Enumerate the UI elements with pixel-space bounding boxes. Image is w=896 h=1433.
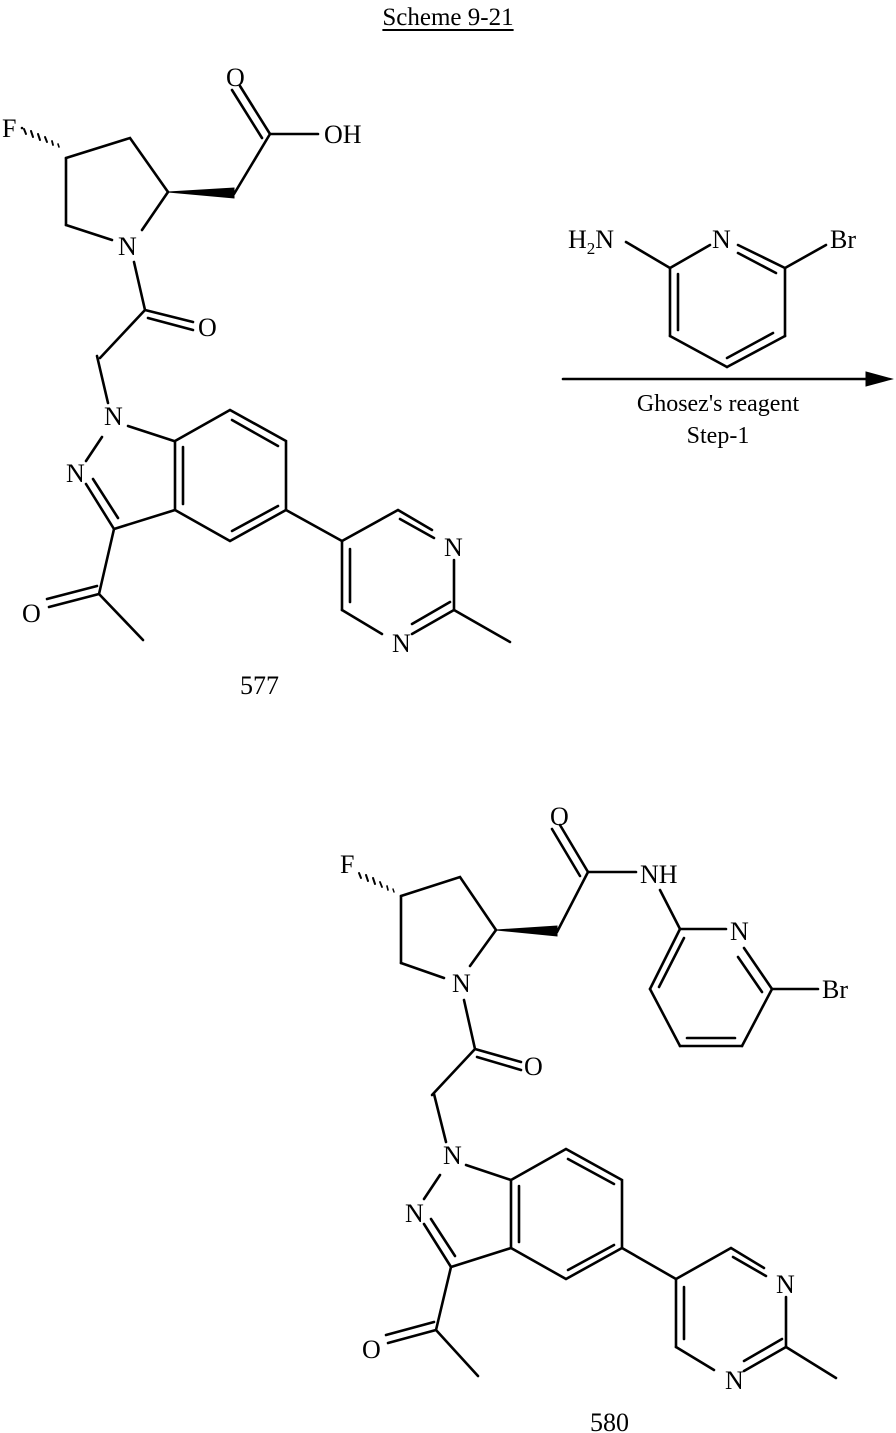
hashed-wedge-bond <box>358 872 395 893</box>
starting-material-577: F N O OH O N N <box>2 63 512 700</box>
reaction-condition-reagent: Ghosez's reagent <box>637 391 800 417</box>
hashed-wedge-bond <box>20 126 60 148</box>
solid-wedge-bond <box>167 187 235 199</box>
reaction-arrow <box>561 371 894 387</box>
atom-acid-hydroxyl: OH <box>324 120 362 149</box>
atom-acid-carbonyl-oxygen: O <box>226 63 245 92</box>
atom-indazole-n1: N <box>104 402 123 431</box>
compound-number-580: 580 <box>590 1408 629 1433</box>
atom-pyridine-n: N <box>730 917 749 946</box>
atom-acetyl-oxygen: O <box>362 1335 381 1364</box>
atom-pyrimidine-n1: N <box>392 629 411 658</box>
product-580: F N O NH N Br O <box>340 802 848 1433</box>
atom-pyrimidine-n3: N <box>776 1270 795 1299</box>
solid-wedge-bond <box>495 925 558 937</box>
atom-pyrimidine-n1: N <box>725 1366 744 1395</box>
atom-acetyl-oxygen: O <box>22 599 41 628</box>
atom-pyrrolidine-n: N <box>118 232 137 261</box>
atom-indazole-n2: N <box>66 459 85 488</box>
atom-pyrimidine-n3: N <box>444 533 463 562</box>
scheme-title: Scheme 9-21 <box>382 4 514 31</box>
atom-bromine: Br <box>822 975 848 1004</box>
atom-amine-h: H2N <box>568 225 614 258</box>
reagent-aminobromopyridine: H2N N Br <box>568 225 856 369</box>
atom-amide-nh: NH <box>640 860 678 889</box>
atom-amide-carbonyl-oxygen: O <box>550 802 569 831</box>
atom-amide-oxygen: O <box>198 313 217 342</box>
reaction-condition-step: Step-1 <box>687 423 750 449</box>
atom-bromine: Br <box>830 225 856 254</box>
atom-indazole-n2: N <box>405 1199 424 1228</box>
atom-fluorine: F <box>2 114 16 143</box>
atom-pyridine-n: N <box>712 225 731 254</box>
atom-indazole-n1: N <box>443 1141 462 1170</box>
compound-number-577: 577 <box>240 671 279 700</box>
atom-fluorine: F <box>340 850 354 879</box>
atom-pyrrolidine-n: N <box>452 969 471 998</box>
atom-linker-oxygen: O <box>524 1052 543 1081</box>
